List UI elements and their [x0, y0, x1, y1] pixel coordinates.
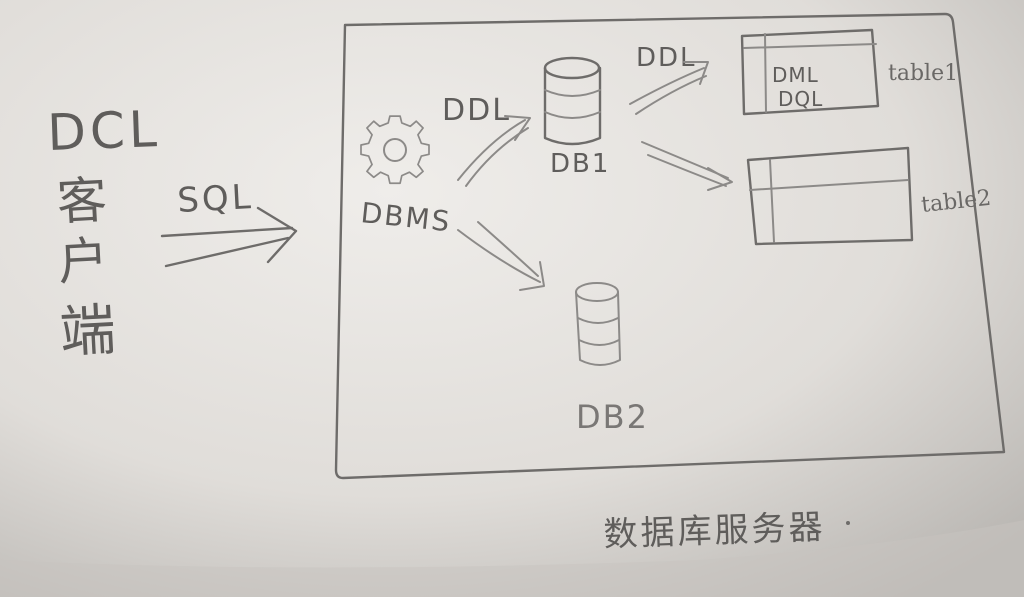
db1-node: DB1 — [543, 56, 610, 179]
table1-op-dml: DML — [772, 63, 819, 87]
arrow-to-db2 — [457, 221, 545, 291]
arrow-icon — [160, 226, 294, 238]
database-server-box — [334, 12, 1006, 480]
client-name-vertical: 客 户 端 — [55, 171, 117, 366]
ddl-arrow-to-db1: DDL — [442, 93, 531, 187]
client-name-char-1: 客 — [55, 171, 108, 232]
paper-shadow — [0, 520, 1024, 597]
table1-op-dql: DQL — [778, 87, 823, 111]
arrow-to-table2 — [641, 141, 733, 191]
database-cylinder-icon — [543, 56, 602, 146]
client-section: DCL 客 户 端 — [46, 100, 161, 366]
server-caption: 数据库服务器 — [603, 507, 826, 555]
table-grid-icon — [746, 146, 914, 246]
caption-dot — [846, 521, 850, 525]
client-protocol-label: DCL — [46, 100, 161, 162]
client-name-char-3: 端 — [58, 298, 117, 366]
sql-request-arrow: SQL — [160, 177, 298, 268]
ddl-label-db1: DDL — [442, 93, 511, 128]
db2-label: DB2 — [576, 398, 649, 436]
table2-node: table2 — [746, 146, 992, 246]
db1-label: DB1 — [550, 149, 610, 179]
table1-node: DML DQL table1 — [740, 28, 958, 116]
ddl-arrow-to-table1: DDL — [629, 43, 709, 115]
ddl-label-table1: DDL — [636, 43, 697, 73]
table1-label: table1 — [888, 61, 958, 86]
gear-icon — [360, 115, 430, 185]
db2-node: DB2 — [575, 282, 649, 436]
client-name-char-2: 户 — [57, 231, 110, 292]
table-grid-icon — [740, 28, 880, 116]
sql-label: SQL — [176, 177, 254, 221]
database-cylinder-icon — [575, 282, 621, 366]
